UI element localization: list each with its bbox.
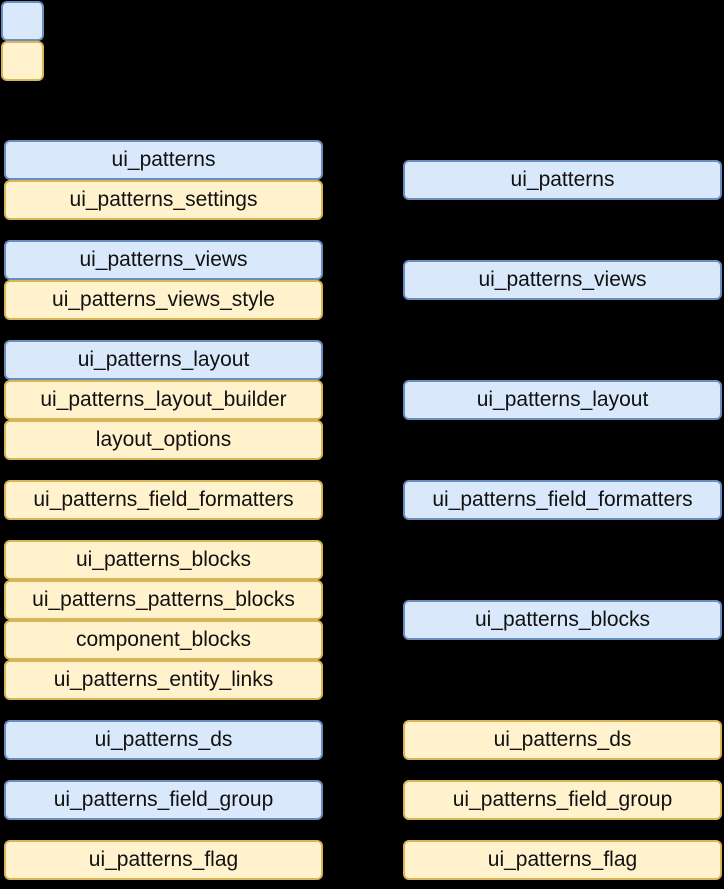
node-left-ui-patterns-layout[interactable]: ui_patterns_layout <box>4 340 323 380</box>
node-right-ui-patterns-field-formatters[interactable]: ui_patterns_field_formatters <box>403 480 722 520</box>
node-left-ui-patterns[interactable]: ui_patterns <box>4 140 323 180</box>
connector-group-1 <box>323 158 403 200</box>
node-left-component-blocks[interactable]: component_blocks <box>4 620 323 660</box>
connector-group-5 <box>323 558 403 680</box>
node-left-ui-patterns-views[interactable]: ui_patterns_views <box>4 240 323 280</box>
connector-group-4 <box>323 494 403 504</box>
node-left-ui-patterns-entity-links[interactable]: ui_patterns_entity_links <box>4 660 323 700</box>
node-left-ui-patterns-settings[interactable]: ui_patterns_settings <box>4 180 323 220</box>
node-right-ui-patterns-flag[interactable]: ui_patterns_flag <box>403 840 722 880</box>
connector-group-6 <box>323 734 403 744</box>
node-right-ui-patterns[interactable]: ui_patterns <box>403 160 722 200</box>
node-left-ui-patterns-blocks[interactable]: ui_patterns_blocks <box>4 540 323 580</box>
node-left-ui-patterns-field-formatters[interactable]: ui_patterns_field_formatters <box>4 480 323 520</box>
node-left-ui-patterns-patterns-blocks[interactable]: ui_patterns_patterns_blocks <box>4 580 323 620</box>
connector-group-3 <box>323 358 403 440</box>
node-left-ui-patterns-layout-builder[interactable]: ui_patterns_layout_builder <box>4 380 323 420</box>
node-left-ui-patterns-flag[interactable]: ui_patterns_flag <box>4 840 323 880</box>
node-right-ui-patterns-blocks[interactable]: ui_patterns_blocks <box>403 600 722 640</box>
legend-swatch-yellow <box>1 41 44 81</box>
connector-group-8 <box>323 854 403 864</box>
connector-group-7 <box>323 794 403 804</box>
node-left-ui-patterns-views-style[interactable]: ui_patterns_views_style <box>4 280 323 320</box>
node-left-ui-patterns-field-group[interactable]: ui_patterns_field_group <box>4 780 323 820</box>
connector-group-2 <box>323 258 403 300</box>
node-right-ui-patterns-views[interactable]: ui_patterns_views <box>403 260 722 300</box>
legend-swatch-blue <box>1 1 44 41</box>
node-left-layout-options[interactable]: layout_options <box>4 420 323 460</box>
node-right-ui-patterns-field-group[interactable]: ui_patterns_field_group <box>403 780 722 820</box>
node-right-ui-patterns-layout[interactable]: ui_patterns_layout <box>403 380 722 420</box>
node-right-ui-patterns-ds[interactable]: ui_patterns_ds <box>403 720 722 760</box>
node-left-ui-patterns-ds[interactable]: ui_patterns_ds <box>4 720 323 760</box>
